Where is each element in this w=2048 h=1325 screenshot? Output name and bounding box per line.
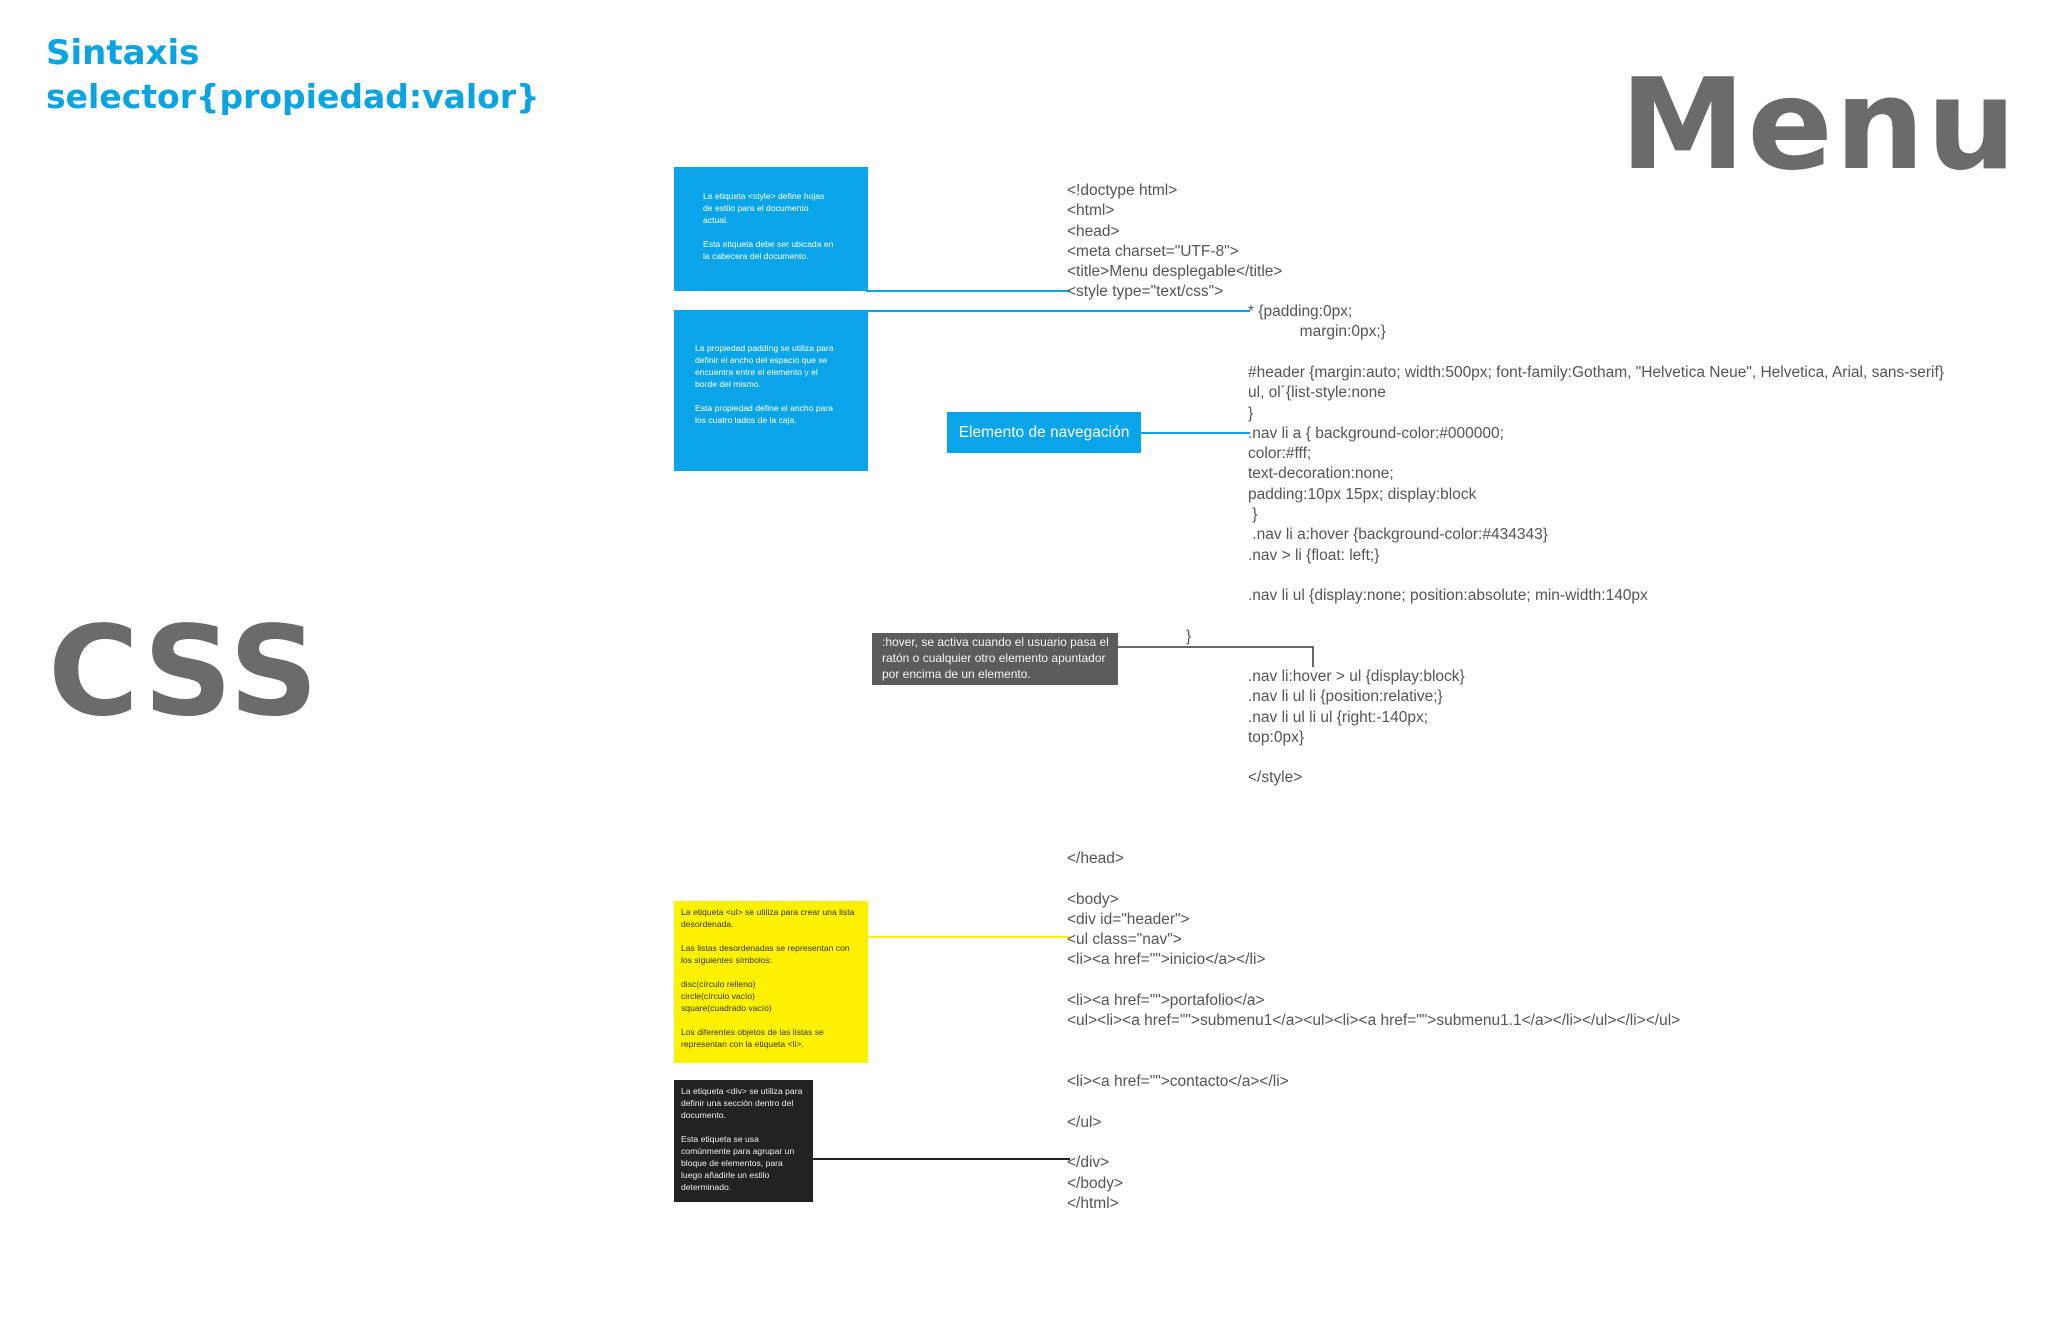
- code-body-block: </head> <body> <div id="header"> <ul cla…: [1067, 850, 1681, 1213]
- code-css-submenu: .nav li:hover > ul {display:block} .nav …: [1248, 668, 1465, 787]
- ul-tag-note: La etiqueta <ul> se utiliza para crear u…: [674, 901, 868, 1063]
- code-closing-brace: }: [1186, 628, 1192, 645]
- nav-element-note: Elemento de navegación: [947, 412, 1141, 453]
- syntax-formula: selector{propiedad:valor}: [46, 77, 540, 116]
- code-css-reset: * {padding:0px; margin:0px;}: [1248, 303, 1386, 341]
- sintaxis-heading: Sintaxis: [46, 33, 200, 73]
- code-head-block: <!doctype html> <html> <head> <meta char…: [1067, 182, 1283, 301]
- hover-note: :hover, se activa cuando el usuario pasa…: [872, 633, 1118, 685]
- div-tag-note: La etiqueta <div> se utiliza para defini…: [674, 1080, 813, 1202]
- css-title: CSS: [48, 600, 321, 744]
- code-css-header: #header {margin:auto; width:500px; font-…: [1248, 364, 1944, 605]
- style-tag-note: La etiqueta <style> define hojas de esti…: [674, 167, 868, 291]
- hover-note-connector: [1115, 646, 1314, 667]
- padding-note: La propiedad padding se utiliza para def…: [674, 310, 868, 471]
- menu-title: Menu: [1620, 51, 2019, 198]
